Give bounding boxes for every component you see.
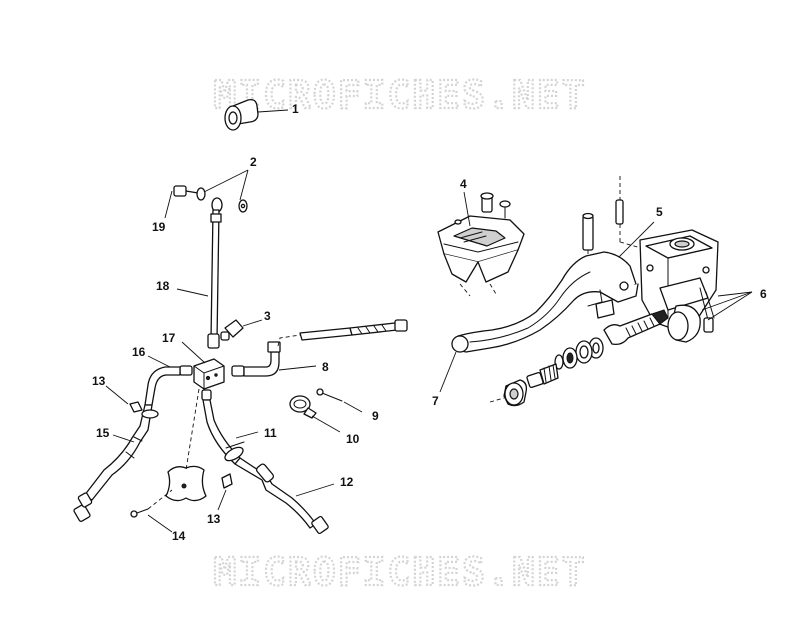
part-15-brake-hose xyxy=(73,404,153,522)
part-6-dust-boot xyxy=(489,363,559,407)
part-18-brake-line xyxy=(207,209,222,349)
callout-5: 5 xyxy=(656,205,663,219)
part-13-clip-upper xyxy=(105,385,143,413)
part-14-screw xyxy=(130,508,149,518)
part-19-banjo-bolt xyxy=(173,185,199,197)
part-12-brake-hose xyxy=(234,457,329,535)
part-13-clip-lower xyxy=(217,473,233,511)
part-8-brake-line xyxy=(231,341,281,377)
callout-12: 12 xyxy=(340,475,354,489)
part-7-brake-lever xyxy=(451,251,639,353)
part-1-boot xyxy=(224,98,259,131)
part-2-washers xyxy=(196,187,248,213)
part-3-fitting xyxy=(220,319,244,341)
callout-2: 2 xyxy=(250,155,257,169)
part-6-seals xyxy=(554,337,604,370)
callout-3: 3 xyxy=(264,309,271,323)
part-5-pins xyxy=(582,176,649,262)
callout-16: 16 xyxy=(132,345,146,359)
callout-10: 10 xyxy=(346,432,360,446)
part-4-reservoir-cap xyxy=(437,215,525,297)
callout-15: 15 xyxy=(96,426,110,440)
part-11-brake-line xyxy=(201,389,245,465)
part-17-junction-block xyxy=(193,358,225,390)
callout-6: 6 xyxy=(760,287,767,301)
watermark-bottom: MICROFICHES.NET xyxy=(213,550,586,594)
callout-1: 1 xyxy=(292,102,299,116)
callout-14: 14 xyxy=(172,529,186,543)
part-4-screws xyxy=(454,192,511,225)
watermark-top: MICROFICHES.NET xyxy=(213,73,586,117)
part-10-clamp xyxy=(289,395,317,419)
callout-19: 19 xyxy=(152,220,166,234)
callout-11: 11 xyxy=(264,426,277,440)
callout-4: 4 xyxy=(460,177,467,191)
part-16-brake-line xyxy=(144,365,193,406)
part-6-piston-spring xyxy=(603,309,669,346)
callout-8: 8 xyxy=(322,360,329,374)
callout-9: 9 xyxy=(372,409,379,423)
part-9-screw xyxy=(316,388,343,402)
callout-17: 17 xyxy=(162,331,176,345)
part-13-clip-left xyxy=(141,409,159,419)
callout-13-upper: 13 xyxy=(92,374,106,388)
part-14-bracket xyxy=(165,465,207,502)
part-6-master-cylinder-body xyxy=(639,229,719,333)
callout-7: 7 xyxy=(432,394,439,408)
part-6-clamp xyxy=(667,304,701,343)
callout-18: 18 xyxy=(156,279,170,293)
part-8-push-rod xyxy=(299,319,408,341)
callout-13-lower: 13 xyxy=(207,512,221,526)
